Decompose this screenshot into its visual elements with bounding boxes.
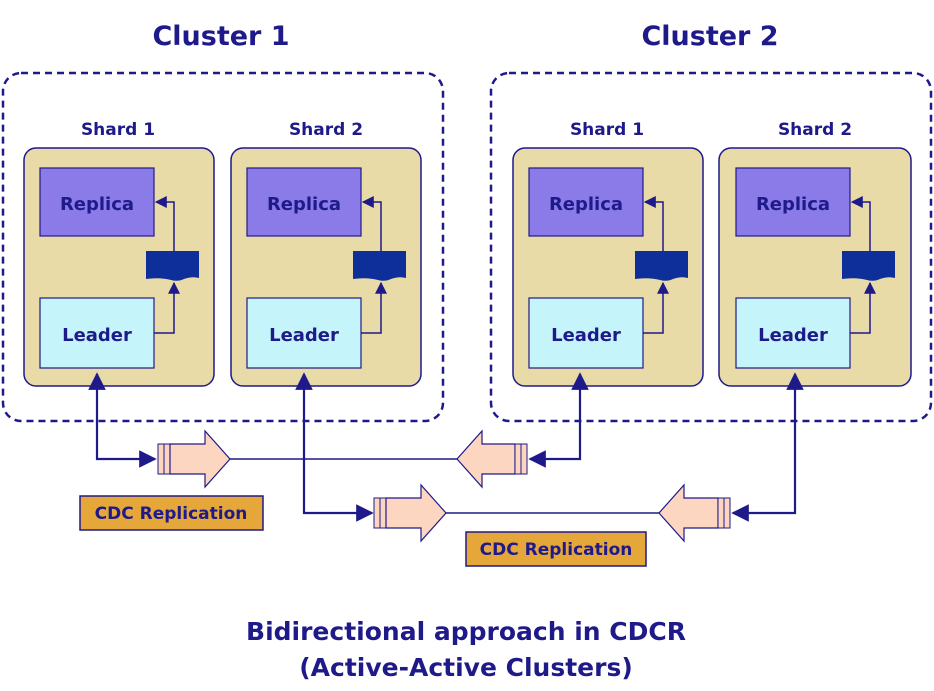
connector xyxy=(295,372,374,522)
cdc-label-2: CDC Replication xyxy=(465,531,647,567)
leader-to-log-arrow xyxy=(361,281,387,334)
connector xyxy=(528,372,589,468)
leader-box xyxy=(735,297,851,369)
leader-label: Leader xyxy=(269,325,339,346)
replica-box xyxy=(735,167,851,237)
cdc-label-text: CDC Replication xyxy=(480,540,633,560)
leader-to-log-arrow xyxy=(154,281,180,334)
caption-line-2: (Active-Active Clusters) xyxy=(299,653,633,682)
connector xyxy=(88,372,157,468)
cdc-link-shard-1 xyxy=(88,372,589,489)
transfer-arrow-icon xyxy=(456,429,528,489)
cluster-2-title: Cluster 2 xyxy=(641,21,778,52)
cdc-link-shard-2 xyxy=(295,372,804,543)
log-to-replica-arrow xyxy=(643,196,664,251)
cdc-label-1: CDC Replication xyxy=(79,495,264,531)
shard-title: Shard 2 xyxy=(289,120,363,140)
replication-log-icon xyxy=(842,251,895,281)
cluster-2-container xyxy=(489,71,933,423)
leader-label: Leader xyxy=(62,325,132,346)
leader-box xyxy=(528,297,644,369)
cluster-1-container xyxy=(1,71,445,423)
replica-label: Replica xyxy=(756,194,830,215)
transfer-arrow-icon xyxy=(157,429,231,489)
replication-log-icon xyxy=(146,251,199,281)
replication-log-icon xyxy=(353,251,406,281)
leader-to-log-arrow xyxy=(850,281,876,334)
cluster-2-shard-2: Shard 2 Replica Leader xyxy=(718,120,912,387)
replica-label: Replica xyxy=(267,194,341,215)
connector xyxy=(731,372,804,522)
transfer-arrow-icon xyxy=(373,483,447,543)
log-to-replica-arrow xyxy=(361,196,382,251)
replication-log-icon xyxy=(635,251,688,281)
cdc-label-text: CDC Replication xyxy=(95,504,248,524)
replica-box xyxy=(528,167,644,237)
cluster-1-title: Cluster 1 xyxy=(152,21,289,52)
replica-label: Replica xyxy=(549,194,623,215)
replica-box xyxy=(246,167,362,237)
replica-label: Replica xyxy=(60,194,134,215)
cluster-2-shard-1: Shard 1 Replica Leader xyxy=(512,120,704,387)
leader-box xyxy=(246,297,362,369)
shard-title: Shard 2 xyxy=(778,120,852,140)
transfer-arrow-icon xyxy=(658,483,731,543)
cluster-1-shard-2: Shard 2 Replica Leader xyxy=(230,120,422,387)
log-to-replica-arrow xyxy=(850,196,871,251)
replica-box xyxy=(39,167,155,237)
leader-label: Leader xyxy=(551,325,621,346)
caption-line-1: Bidirectional approach in CDCR xyxy=(246,617,686,646)
cluster-1-shard-1: Shard 1 Replica Leader xyxy=(23,120,215,387)
log-to-replica-arrow xyxy=(154,196,175,251)
shard-title: Shard 1 xyxy=(570,120,644,140)
leader-to-log-arrow xyxy=(643,281,669,334)
shard-title: Shard 1 xyxy=(81,120,155,140)
leader-label: Leader xyxy=(758,325,828,346)
leader-box xyxy=(39,297,155,369)
